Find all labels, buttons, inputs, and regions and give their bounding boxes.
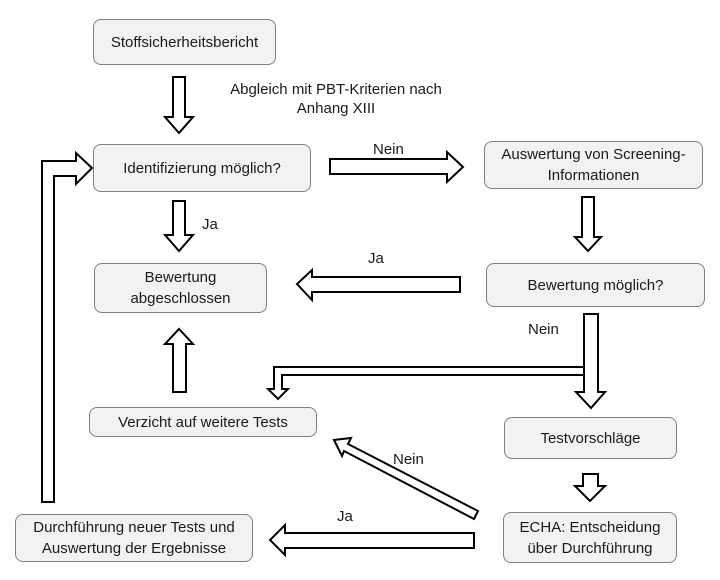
node-bewertung-moeglich: Bewertung möglich?: [486, 263, 705, 307]
edge-label-abgleich-line1: Abgleich mit PBT-Kriterien nach: [230, 81, 442, 98]
arrow-bewertung-moeglich-to-testvorschlaege: [573, 313, 608, 410]
edge-label-identifizierung-nein: Nein: [373, 141, 404, 158]
arrow-echa-to-durchfuehrung: [268, 522, 475, 558]
arrow-echa-to-verzicht: [332, 436, 480, 521]
edge-label-abgleich: Abgleich mit PBT-Kriterien nach Anhang X…: [216, 80, 456, 118]
node-bewertung-abgeschlossen-line1: Bewertung: [144, 269, 217, 286]
node-identifizierung: Identifizierung möglich?: [93, 144, 311, 192]
node-stoffsicherheitsbericht: Stoffsicherheitsbericht: [93, 19, 276, 65]
node-bewertung-moeglich-text: Bewertung möglich?: [527, 276, 664, 294]
edge-label-echa-ja: Ja: [337, 508, 353, 525]
edge-label-echa-nein: Nein: [393, 451, 424, 468]
node-testvorschlaege-text: Testvorschläge: [540, 429, 641, 447]
arrow-screening-to-bewertung-moeglich: [572, 196, 604, 253]
arrow-bericht-to-identifizierung: [162, 76, 196, 135]
node-bewertung-abgeschlossen-line2: abgeschlossen: [130, 290, 231, 307]
node-bewertung-abgeschlossen: Bewertung abgeschlossen: [94, 263, 267, 313]
node-durchfuehrung-line1: Durchführung neuer Tests und: [33, 519, 235, 536]
node-durchfuehrung-line2: Auswertung der Ergebnisse: [41, 540, 227, 557]
arrow-durchfuehrung-to-identifizierung: [41, 150, 94, 503]
node-echa-line2: über Durchführung: [527, 539, 653, 557]
arrow-bewertung-moeglich-to-abgeschlossen: [295, 267, 461, 303]
edge-label-bewertung-nein: Nein: [528, 321, 559, 338]
edge-label-abgleich-line2: Anhang XIII: [296, 100, 376, 117]
node-verzicht-text: Verzicht auf weitere Tests: [118, 413, 288, 431]
node-screening: Auswertung von Screening- Informationen: [484, 141, 703, 189]
arrow-bewertung-moeglich-to-verzicht: [265, 366, 585, 401]
arrow-testvorschlaege-to-echa: [572, 473, 608, 503]
node-echa: ECHA: Entscheidung über Durchführung: [503, 512, 677, 563]
node-stoffsicherheitsbericht-text: Stoffsicherheitsbericht: [110, 33, 259, 51]
node-durchfuehrung: Durchführung neuer Tests und Auswertung …: [15, 514, 253, 562]
arrow-verzicht-to-abgeschlossen: [162, 327, 196, 393]
edge-label-bewertung-ja: Ja: [368, 250, 384, 267]
arrow-identifizierung-to-abgeschlossen: [162, 200, 196, 253]
node-echa-line1: ECHA: Entscheidung: [519, 518, 661, 536]
node-testvorschlaege: Testvorschläge: [504, 417, 677, 459]
node-screening-line1: Auswertung von Screening-: [501, 146, 686, 163]
arrow-identifizierung-to-screening: [329, 149, 465, 185]
edge-label-identifizierung-ja: Ja: [202, 216, 218, 233]
node-identifizierung-text: Identifizierung möglich?: [123, 159, 281, 177]
node-verzicht: Verzicht auf weitere Tests: [89, 407, 317, 437]
node-screening-line2: Informationen: [547, 167, 640, 184]
